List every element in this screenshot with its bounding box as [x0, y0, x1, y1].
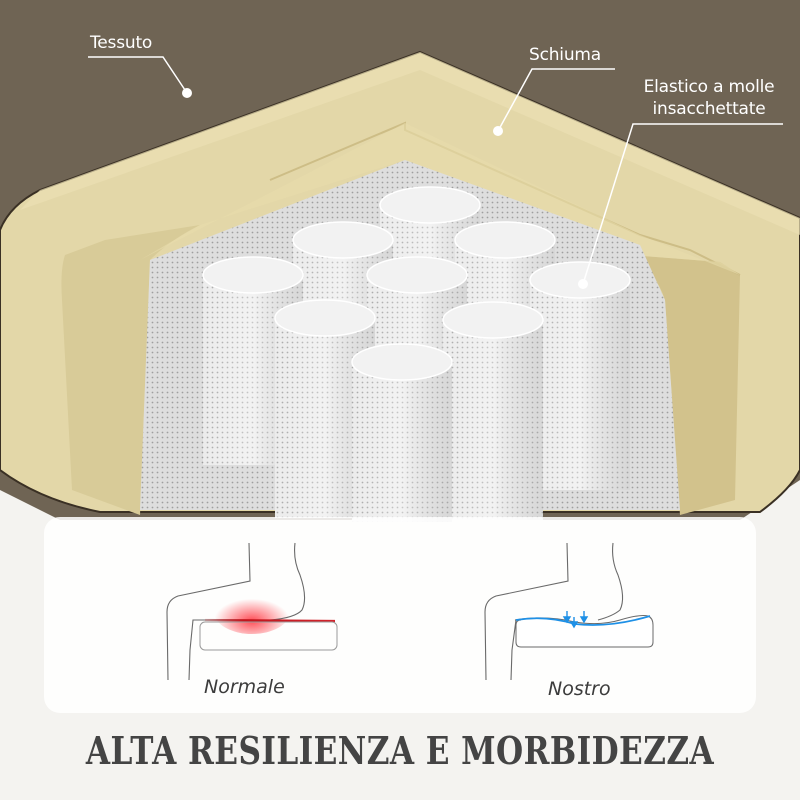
callout-schiuma-pointer	[493, 68, 615, 136]
pocket-spring-cylinders	[202, 186, 631, 522]
headline: ALTA RESILIENZA E MORBIDEZZA	[85, 728, 715, 773]
callout-label-schiuma: Schiuma	[529, 45, 601, 65]
caption-normale: Normale	[204, 676, 285, 698]
comparison-panel	[44, 517, 756, 713]
callout-springs-line1: Elastico a molle	[643, 77, 775, 97]
callout-springs-line2: insacchettate	[652, 99, 766, 119]
callout-label-tessuto: Tessuto	[90, 33, 153, 53]
callout-tessuto-pointer	[88, 56, 192, 98]
caption-nostro: Nostro	[548, 678, 611, 700]
callout-label-springs: Elastico a molle insacchettate	[634, 76, 784, 120]
callout-springs-pointer	[578, 123, 783, 289]
